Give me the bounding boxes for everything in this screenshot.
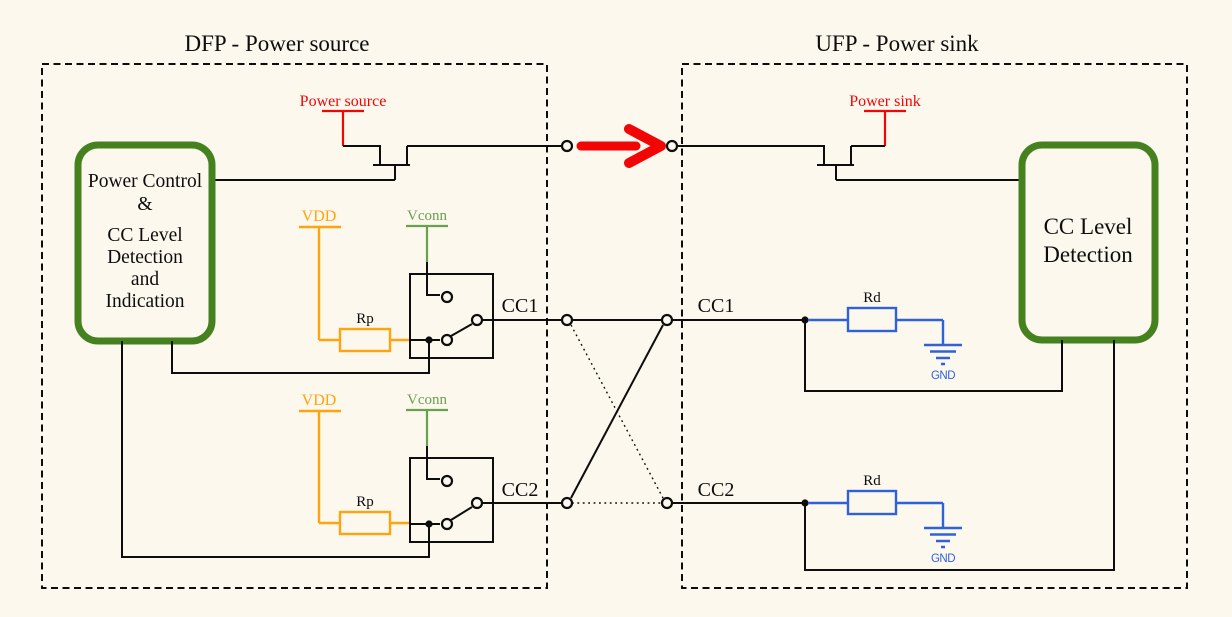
cc1-pin-ufp [660,313,674,327]
ufp-cc1-row: CC1 Rd GND [672,290,1063,392]
cc1-pin-dfp [560,313,574,327]
power-control-line4: Detection [107,247,183,268]
power-control-line3: CC Level [107,225,183,246]
cc2-label-ufp: CC2 [698,479,735,501]
power-sink-supply-icon: Power sink [849,93,921,146]
vbus-pin-ufp [665,139,679,153]
cc-level-detection-line1: CC Level [1044,214,1133,239]
power-control-line1: Power Control [88,171,203,192]
power-source-supply-icon: Power source [300,93,387,146]
rd-label-cc1: Rd [863,290,881,306]
rd-resistor-cc1: Rd [808,290,945,344]
dfp-power-fet-icon [212,145,562,181]
cc-level-detection-box [1018,141,1159,344]
dfp-cc1-row: VDD Rp Vconn [171,208,561,374]
power-flow-arrow-icon [576,124,666,168]
cc2-label-dfp: CC2 [502,479,539,501]
vconn-label-cc2: Vconn [407,392,447,408]
power-control-line5: and [131,269,159,290]
power-control-block: Power Control & CC Level Detection and I… [74,141,216,345]
vdd-label-cc1: VDD [302,208,337,225]
cc1-to-cc2-crossed-wire-alt [570,324,664,499]
dfp-cc2-row: VDD Rp Vconn [121,341,561,558]
rp-label-cc1: Rp [356,311,374,327]
rd-label-cc2: Rd [863,473,881,489]
cc-level-detection-block: CC Level Detection [1018,141,1159,344]
gnd-label-cc2: GND [931,553,955,565]
dfp-section: DFP - Power source Power source Power Co… [41,31,562,589]
vdd-supply-icon-cc1: VDD [299,208,341,342]
gnd-symbol-cc1: GND [924,343,962,382]
dfp-title: DFP - Power source [184,31,369,56]
rd-resistor-cc2: Rd [808,473,945,527]
cable-crossover [560,124,679,510]
ufp-title: UFP - Power sink [815,31,979,56]
rp-resistor-cc2: Rp [338,494,410,536]
vconn-label-cc1: Vconn [407,208,447,224]
ufp-cc2-row: CC2 Rd GND [672,340,1115,571]
ufp-boundary [681,63,1188,589]
cc1-label-ufp: CC1 [698,295,735,317]
vconn-supply-icon-cc2: Vconn [406,392,448,446]
power-control-line6: Indication [105,291,184,312]
cc1-switch-icon [409,262,494,359]
gnd-label-cc1: GND [931,370,955,382]
ufp-power-fet-icon [677,145,1022,181]
cc2-switch-icon [409,446,494,543]
gnd-symbol-cc2: GND [924,526,962,565]
vdd-supply-icon-cc2: VDD [299,392,341,525]
ufp-section: UFP - Power sink Power sink CC Level Det… [672,31,1188,589]
cc2-pin-ufp [660,496,674,510]
cc-level-detection-line2: Detection [1043,242,1133,267]
vdd-label-cc2: VDD [302,392,337,409]
power-control-box [74,141,216,345]
cc2-pin-dfp [560,496,574,510]
dfp-boundary [41,63,548,589]
cc1-label-dfp: CC1 [502,295,539,317]
vconn-supply-icon-cc1: Vconn [406,208,448,262]
rp-label-cc2: Rp [356,494,374,510]
power-sink-label: Power sink [849,93,921,110]
power-source-label: Power source [300,93,387,110]
power-control-line2: & [137,194,152,215]
vbus-pin-dfp [560,139,574,153]
rp-resistor-cc1: Rp [338,311,410,353]
